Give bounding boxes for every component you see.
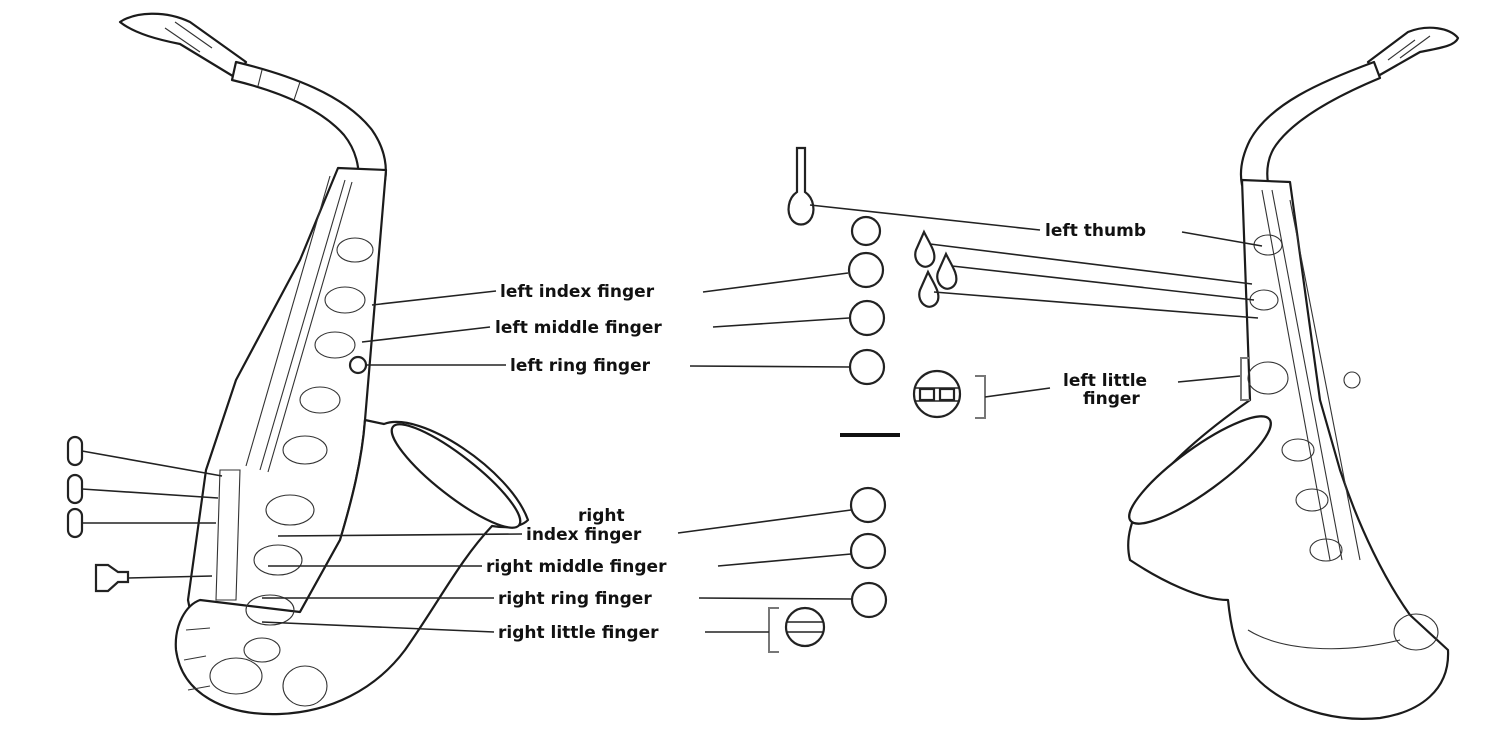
side-key-t-icon — [94, 563, 130, 593]
teardrop-key-icon — [914, 229, 936, 268]
circle-key-icon — [849, 532, 887, 570]
side-key-icon — [66, 435, 84, 467]
key-schematic — [768, 146, 986, 653]
leader-lines — [261, 204, 1263, 633]
octave-key-icon — [850, 215, 882, 247]
label-left-middle-finger: left middle finger — [495, 318, 662, 338]
label-right-middle-finger: right middle finger — [486, 557, 667, 577]
circle-key-icon — [850, 581, 888, 619]
right-saxophone — [1127, 26, 1460, 720]
right-little-finger-cluster-icon — [784, 606, 826, 648]
label-left-little-line1: left little — [1063, 371, 1147, 391]
label-right-index-line1: right — [578, 506, 625, 526]
circle-key-icon — [848, 299, 886, 337]
teardrop-key-icon — [936, 251, 958, 290]
side-key-icon — [66, 473, 84, 505]
label-left-little-line2: finger — [1083, 389, 1140, 409]
bracket — [975, 375, 986, 419]
circle-key-icon — [849, 486, 887, 524]
left-side-keys — [66, 435, 223, 593]
side-key-icon — [66, 507, 84, 539]
label-left-index-finger: left index finger — [500, 282, 655, 302]
bracket — [768, 607, 779, 653]
left-little-finger-cluster-icon — [912, 369, 962, 419]
label-right-little-finger: right little finger — [498, 623, 659, 643]
label-left-thumb: left thumb — [1045, 221, 1146, 241]
label-right-index-line2: index finger — [526, 525, 642, 545]
label-right-ring-finger: right ring finger — [498, 589, 652, 609]
thumb-key-icon — [787, 146, 815, 226]
circle-key-icon — [848, 348, 886, 386]
circle-key-icon — [847, 251, 885, 289]
label-left-ring-finger: left ring finger — [510, 356, 651, 376]
labels: left thumb left index finger left middle… — [486, 221, 1147, 643]
left-saxophone — [118, 12, 530, 716]
teardrop-key-icon — [918, 269, 940, 308]
